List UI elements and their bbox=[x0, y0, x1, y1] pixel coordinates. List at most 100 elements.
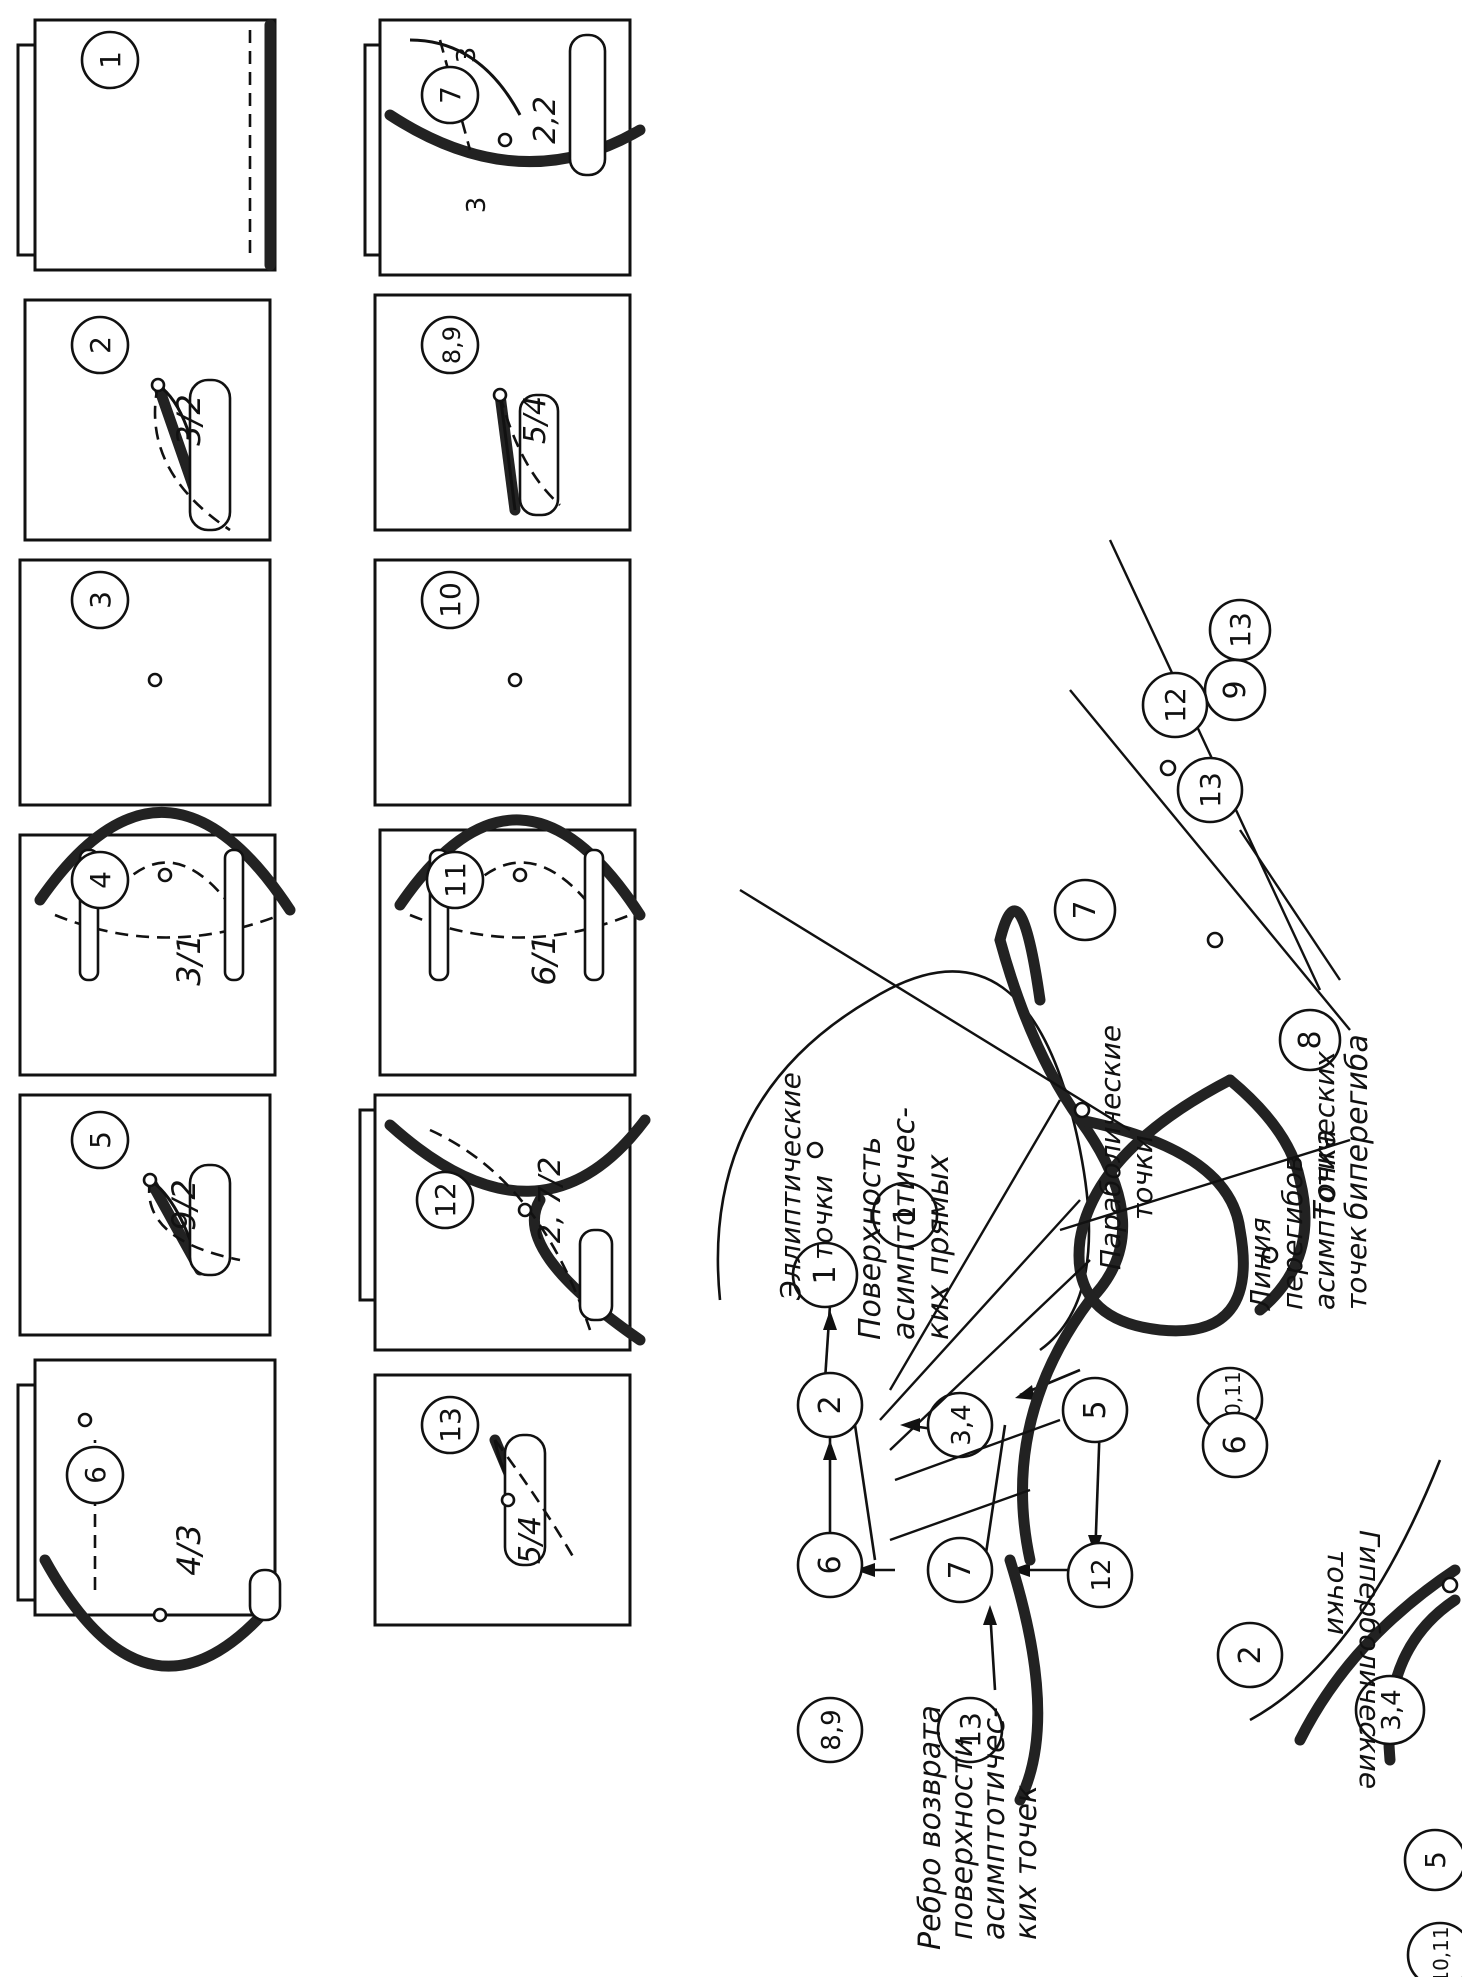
hyperbolic-arc bbox=[1249, 1459, 1442, 1722]
panel-4: 4 3/1 bbox=[18, 807, 296, 1077]
graph-node-6: 6 bbox=[796, 1531, 864, 1599]
label-biflex: Точка биперегиба bbox=[1308, 1034, 1375, 1220]
svg-text:точки: точки bbox=[1321, 1550, 1354, 1635]
graph-node-12: 12 bbox=[1066, 1541, 1134, 1609]
lower-curve bbox=[1004, 1554, 1044, 1806]
label-parabolic: Параболические точки bbox=[1094, 1025, 1159, 1270]
panel-10: 10 bbox=[373, 558, 632, 807]
panel-number: 7 bbox=[434, 86, 467, 104]
panel-ratio: 3/1 bbox=[170, 934, 208, 986]
svg-text:3,4: 3,4 bbox=[947, 1404, 977, 1445]
svg-text:асимптотических: асимптотических bbox=[1308, 1051, 1341, 1310]
panel-ratio: 3/2 bbox=[170, 394, 208, 446]
svg-text:перегибов: перегибов bbox=[1276, 1156, 1309, 1310]
svg-text:13: 13 bbox=[1194, 772, 1227, 808]
graph-node-5: 5 bbox=[1061, 1376, 1129, 1444]
svg-text:1: 1 bbox=[888, 1205, 923, 1224]
region-3-4: 3,4 bbox=[1354, 1674, 1426, 1746]
panel-number: 8,9 bbox=[438, 326, 466, 364]
svg-text:9: 9 bbox=[1218, 680, 1253, 699]
panel-number: 4 bbox=[84, 871, 117, 889]
parabolic-curve-thick bbox=[994, 905, 1129, 1566]
graph-node-3-4: 3,4 bbox=[926, 1391, 994, 1459]
label-elliptic: Эллиптические точки bbox=[774, 1072, 839, 1301]
graph-node-1: 1 bbox=[791, 1241, 859, 1309]
region-2: 2 bbox=[1216, 1621, 1284, 1689]
panel-number: 6 bbox=[79, 1466, 112, 1484]
region-5: 5 bbox=[1403, 1828, 1462, 1892]
svg-text:7: 7 bbox=[1068, 900, 1103, 919]
label-flex-line: Линия перегибов асимптотических точек bbox=[1244, 1051, 1373, 1311]
panel-1: 1 bbox=[16, 18, 277, 272]
panel-ratio: 2, 7/2 bbox=[533, 1157, 568, 1243]
region-10-11: 10,11 bbox=[1406, 1921, 1462, 1977]
panel-ratio: 9/2 bbox=[165, 1179, 203, 1231]
region-13-upper: 13 bbox=[1176, 756, 1244, 824]
svg-text:Ребро возврата: Ребро возврата bbox=[913, 1705, 948, 1950]
svg-text:биперегиба: биперегиба bbox=[1340, 1034, 1375, 1220]
panel-number: 13 bbox=[434, 1407, 467, 1443]
svg-text:Линия: Линия bbox=[1244, 1217, 1277, 1311]
asymptotic-lines bbox=[879, 1099, 1091, 1542]
panel-number: 10 bbox=[434, 582, 467, 618]
region-12: 12 bbox=[1141, 671, 1209, 739]
panel-number: 12 bbox=[429, 1182, 462, 1218]
graph-edges bbox=[823, 1304, 1102, 1691]
panel-7: 7 2,2 3 3 bbox=[363, 18, 646, 277]
panel-2: 2 3/2 bbox=[23, 298, 272, 542]
panel-grid: 1 2 3/2 3 bbox=[16, 18, 651, 1672]
region-6: 6 bbox=[1201, 1411, 1269, 1479]
svg-text:3,4: 3,4 bbox=[1377, 1689, 1407, 1730]
panel-number: 3 bbox=[84, 591, 117, 609]
panel-number: 11 bbox=[439, 862, 472, 898]
svg-text:ких точек: ких точек bbox=[1009, 1785, 1044, 1940]
svg-text:7: 7 bbox=[943, 1560, 978, 1579]
graph-node-8-9: 8,9 bbox=[796, 1696, 864, 1764]
fold-sheet bbox=[16, 43, 35, 257]
elliptic-boundary bbox=[716, 970, 1091, 1352]
region-13-lower: 13 bbox=[1208, 598, 1272, 662]
svg-text:поверхности: поверхности bbox=[945, 1738, 980, 1940]
svg-text:Параболические: Параболические bbox=[1094, 1025, 1127, 1270]
graph-node-2: 2 bbox=[796, 1371, 864, 1439]
svg-text:Точка: Точка bbox=[1308, 1129, 1343, 1220]
panel-6: 6 4/3 bbox=[16, 1358, 282, 1672]
panel-ratio: 4/3 bbox=[170, 1524, 208, 1576]
panel-number: 1 bbox=[94, 51, 127, 69]
region-1: 1 bbox=[871, 1181, 939, 1249]
svg-text:ких прямых: ких прямых bbox=[921, 1154, 956, 1340]
svg-text:Гиперболические: Гиперболические bbox=[1353, 1530, 1386, 1789]
svg-text:5: 5 bbox=[1419, 1851, 1452, 1869]
label-cusp-edge: Ребро возврата поверхности асимптотичес-… bbox=[913, 1705, 1044, 1950]
svg-text:13: 13 bbox=[1224, 612, 1257, 648]
svg-text:8,9: 8,9 bbox=[817, 1709, 847, 1750]
svg-text:12: 12 bbox=[1159, 687, 1192, 723]
panel-ratio: 5/4 bbox=[518, 396, 553, 444]
svg-text:6: 6 bbox=[813, 1555, 848, 1574]
panel-13: 13 5/4 bbox=[373, 1373, 632, 1627]
graph-node-13: 13 bbox=[936, 1696, 1004, 1764]
region-7: 7 bbox=[1053, 878, 1117, 942]
svg-text:Поверхность: Поверхность bbox=[853, 1137, 888, 1340]
panel-3: 3 bbox=[18, 558, 272, 807]
svg-text:2: 2 bbox=[813, 1395, 848, 1414]
svg-text:13: 13 bbox=[954, 1712, 987, 1748]
panel-number: 5 bbox=[84, 1131, 117, 1149]
panel-number-circle bbox=[80, 30, 140, 90]
panel-8-9: 8,9 5/4 bbox=[373, 293, 632, 532]
panel-5: 5 9/2 bbox=[18, 1093, 272, 1337]
svg-text:10,11: 10,11 bbox=[1429, 1926, 1453, 1977]
svg-text:1: 1 bbox=[808, 1265, 843, 1284]
svg-text:5: 5 bbox=[1078, 1400, 1113, 1419]
surface-diagram: 1 2 6 3,4 5 10,11 7 8 bbox=[716, 539, 1462, 1977]
panel-ratio: 5/4 bbox=[513, 1516, 548, 1564]
svg-text:12: 12 bbox=[1087, 1558, 1117, 1591]
svg-text:Эллиптические: Эллиптические bbox=[774, 1072, 807, 1301]
flex-line-curve bbox=[1224, 1074, 1311, 1316]
svg-text:асимптотичес-: асимптотичес- bbox=[977, 1707, 1012, 1940]
region-8: 8 bbox=[1278, 1008, 1342, 1072]
region-9: 9 bbox=[1203, 658, 1267, 722]
svg-text:2: 2 bbox=[1233, 1645, 1268, 1664]
svg-text:точки: точки bbox=[806, 1175, 839, 1260]
